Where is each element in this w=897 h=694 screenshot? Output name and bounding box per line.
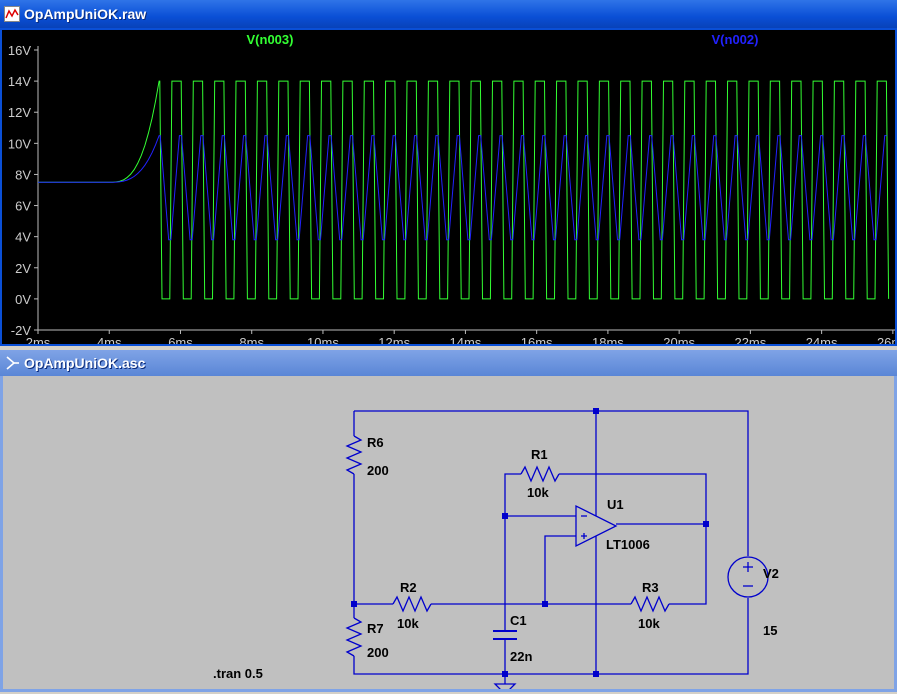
r6-name: R6 [367, 435, 384, 450]
junction-dots [351, 408, 709, 677]
schematic-drawing[interactable]: R6 200 R7 200 R1 10k R2 10k R3 10k C1 22… [3, 376, 894, 694]
schematic-title: OpAmpUniOK.asc [24, 355, 146, 371]
schematic-window: OpAmpUniOK.asc [0, 350, 897, 694]
resistor-r7[interactable] [345, 617, 363, 657]
v2-value: 15 [763, 623, 777, 638]
y-tick-label: 8V [15, 167, 31, 182]
x-tick-label: 12ms [378, 335, 410, 344]
trace-label[interactable]: V(n003) [247, 32, 294, 47]
wires [345, 410, 769, 694]
x-tick-label: 24ms [806, 335, 838, 344]
resistor-r6[interactable] [345, 435, 363, 475]
v2-name: V2 [763, 566, 779, 581]
waveform-icon [4, 6, 20, 22]
r1-value: 10k [527, 485, 549, 500]
waveform-title: OpAmpUniOK.raw [24, 6, 147, 22]
x-tick-label: 18ms [592, 335, 624, 344]
y-tick-label: 6V [15, 199, 31, 214]
schematic-canvas[interactable]: R6 200 R7 200 R1 10k R2 10k R3 10k C1 22… [0, 376, 897, 694]
r3-value: 10k [638, 616, 660, 631]
waveform-window: OpAmpUniOK.raw 16V 14V 12V 10V 8V 6V 4V 2V 0V -2V… [0, 0, 897, 350]
y-tick-label: 14V [8, 74, 31, 89]
trace-label[interactable]: V(n002) [712, 32, 759, 47]
r2-name: R2 [400, 580, 417, 595]
y-tick-label: 10V [8, 136, 31, 151]
series-line-V(n002) [38, 135, 887, 241]
spice-directive[interactable]: .tran 0.5 [213, 666, 263, 681]
schematic-icon [6, 356, 19, 370]
resistor-r3[interactable] [630, 595, 670, 613]
y-tick-label: 0V [15, 292, 31, 307]
y-tick-label: 4V [15, 230, 31, 245]
waveform-titlebar[interactable]: OpAmpUniOK.raw [0, 0, 897, 28]
x-tick-label: 6ms [168, 335, 193, 344]
u1-name: U1 [607, 497, 624, 512]
x-tick-label: 14ms [450, 335, 482, 344]
c1-name: C1 [510, 613, 527, 628]
x-tick-label: 22ms [734, 335, 766, 344]
x-tick-label: 2ms [26, 335, 51, 344]
resistor-r2[interactable] [392, 595, 432, 613]
x-tick-label: 16ms [521, 335, 553, 344]
y-tick-label: -2V [11, 323, 32, 338]
y-tick-label: 12V [8, 105, 31, 120]
r1-name: R1 [531, 447, 548, 462]
r7-value: 200 [367, 645, 389, 660]
u1-value: LT1006 [606, 537, 650, 552]
r2-value: 10k [397, 616, 419, 631]
y-tick-label: 2V [15, 261, 31, 276]
r7-name: R7 [367, 621, 384, 636]
x-tick-label: 8ms [239, 335, 264, 344]
resistor-r1[interactable] [520, 465, 560, 483]
x-tick-label: 20ms [663, 335, 695, 344]
x-tick-label: 10ms [307, 335, 339, 344]
x-tick-label: 4ms [97, 335, 122, 344]
y-tick-label: 16V [8, 43, 31, 58]
voltage-source-v2[interactable] [727, 556, 769, 598]
schematic-titlebar[interactable]: OpAmpUniOK.asc [0, 350, 897, 376]
r3-name: R3 [642, 580, 659, 595]
r6-value: 200 [367, 463, 389, 478]
x-tick-label: 26ms [877, 335, 895, 344]
c1-value: 22n [510, 649, 532, 664]
series-line-V(n003) [38, 80, 890, 300]
